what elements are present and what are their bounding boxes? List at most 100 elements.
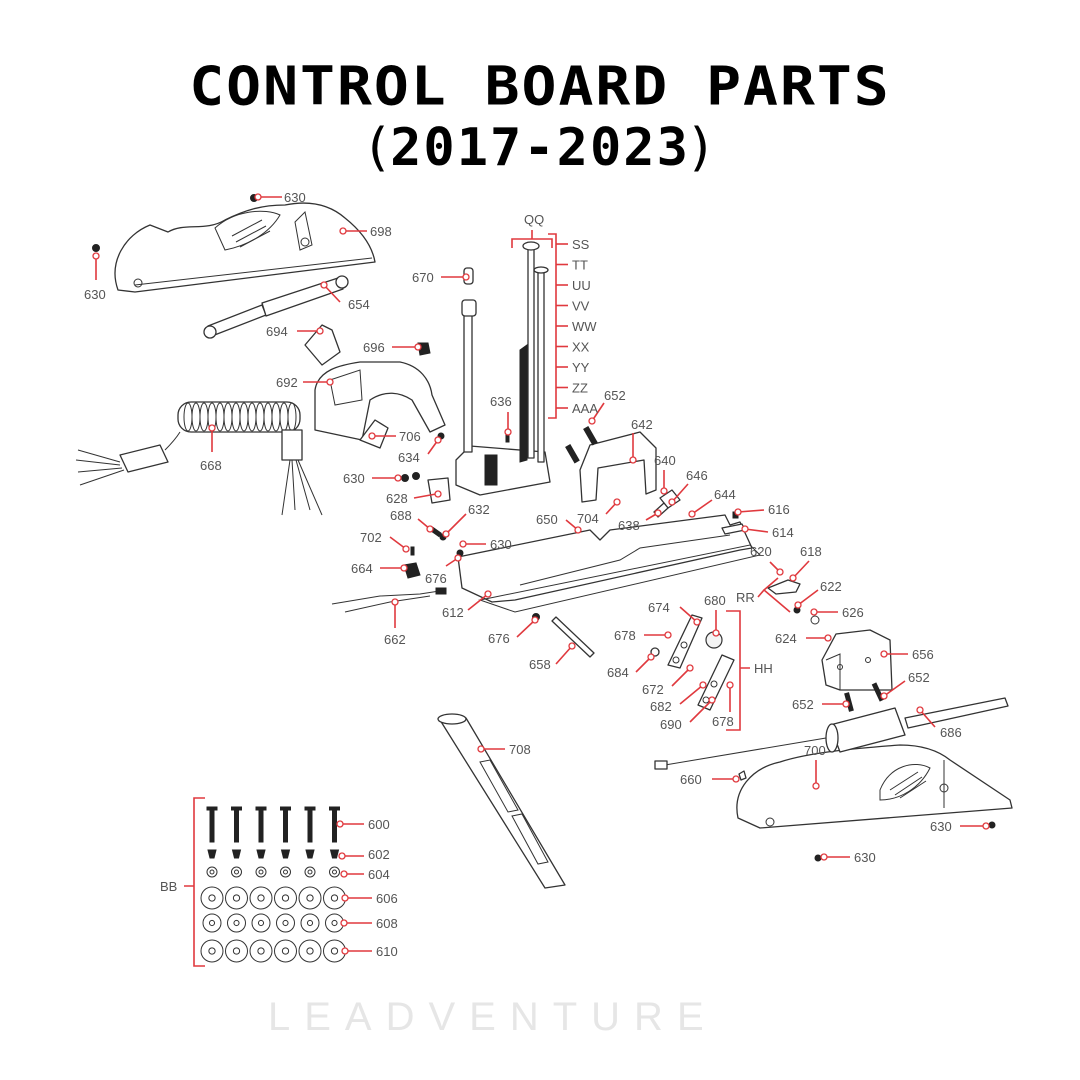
part-motor [654,697,1009,770]
callout-680: 680 [704,593,726,608]
group-label-bb: BB [160,879,177,894]
shaft-list-label-ww: WW [572,319,597,334]
callout-604: 604 [368,867,390,882]
bolt-600 [283,809,288,843]
star-nut-608-hole [257,919,265,927]
shaft-list-label-aaa: AAA [572,401,598,416]
bolt-600 [258,809,264,843]
callout-606: 606 [376,891,398,906]
star-nut-608 [227,913,246,933]
callout-690: 690 [660,717,682,732]
callout-658: 658 [529,657,551,672]
lock-washer-604 [231,866,242,878]
star-nut-608 [276,913,295,933]
bolt-head [255,806,267,811]
lock-washer-604-hole [209,869,215,875]
callout-646: 646 [686,468,708,483]
nut-602 [256,849,266,859]
part-668-coiled-cord [75,401,323,516]
callout-624: 624 [775,631,797,646]
callout-656: 656 [912,647,934,662]
callout-698: 698 [370,224,392,239]
star-nut-608-hole [282,919,289,927]
callout-686: 686 [940,725,962,740]
callout-678: 678 [614,628,636,643]
star-nut-608-hole [306,919,314,927]
lock-washer-604 [206,866,218,878]
bolt-600 [234,809,239,843]
washer-610 [225,939,248,963]
bolt-head [231,806,242,811]
part-708-strap [437,713,566,889]
part-612-base-plate [457,514,761,613]
callout-682: 682 [650,699,672,714]
washer-610-hole [208,947,216,955]
callout-652: 652 [604,388,626,403]
callout-614: 614 [772,525,794,540]
callout-696: 696 [363,340,385,355]
washer-610-hole [330,947,339,955]
watermark: LEADVENTURE [268,995,718,1039]
shaft-list-label-yy: YY [572,360,590,375]
callout-630: 630 [84,287,106,302]
callout-676: 676 [425,571,447,586]
star-nut-608-hole [233,919,240,927]
washer-610-hole [281,947,290,955]
callout-688: 688 [390,508,412,523]
part-630-nut-bottom [814,854,822,862]
washer-610 [249,939,273,963]
washer-606-hole [208,894,216,902]
star-nut-608-hole [331,919,338,927]
shaft-list-label-zz: ZZ [572,381,588,396]
callout-684: 684 [607,665,629,680]
bolt-head [329,806,340,811]
bolt-head [304,806,316,811]
bolt-head [280,806,291,811]
part-bb-hardware-set [200,806,346,963]
callout-labels: 630 698 630 654 694 696 670 692 668 706 … [84,190,962,959]
callout-626: 626 [842,605,864,620]
group-brackets [184,230,791,967]
washer-606-hole [257,894,265,902]
callout-628: 628 [386,491,408,506]
callout-660: 660 [680,772,702,787]
callout-612: 612 [442,605,464,620]
part-630-nut [401,474,409,482]
part-660-clip [738,770,747,781]
callout-704: 704 [577,511,599,526]
nut-602 [329,849,340,859]
callout-608: 608 [376,916,398,931]
diagram-title-line2: (2017-2023) [0,118,1080,178]
washer-606 [298,886,322,910]
part-698-top-cover [114,202,376,293]
title-paren-close: ) [689,118,713,178]
title-paren-open: ( [367,118,391,178]
shaft-list-label-tt: TT [572,258,588,273]
callout-630: 630 [490,537,512,552]
title-years: 2017-2023 [390,118,690,178]
part-control-board [455,241,551,496]
callout-694: 694 [266,324,288,339]
washer-606-hole [232,894,241,902]
part-658-rod [551,616,595,658]
shaft-list-label-vv: VV [572,299,590,314]
callout-632: 632 [468,502,490,517]
callout-670: 670 [412,270,434,285]
shaft-list-label-uu: UU [572,278,591,293]
washer-606 [274,886,297,910]
part-hh-plates [667,614,735,711]
part-642-bracket [565,426,657,503]
lock-washer-604-hole [283,869,288,875]
lock-washer-604-hole [234,869,239,875]
bolt-600 [332,809,337,843]
washer-610-hole [257,947,265,955]
washer-610-hole [306,947,314,955]
part-656-pedal-block [821,629,893,691]
lock-washer-604-hole [307,869,313,875]
nut-602 [231,849,242,859]
callout-708: 708 [509,742,531,757]
part-618-lever [767,579,801,595]
part-664-plug [403,562,421,579]
callout-676: 676 [488,631,510,646]
lock-washer-604-hole [258,869,264,875]
